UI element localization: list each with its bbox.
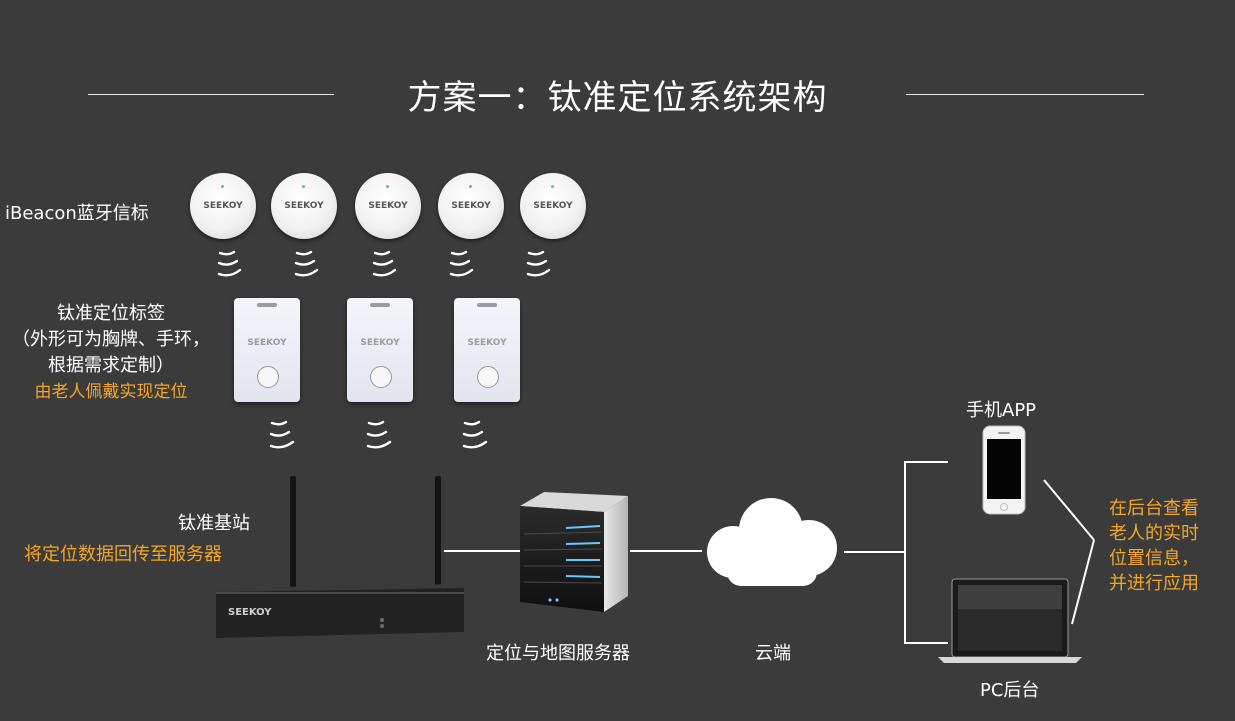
- tag-note: 由老人佩戴实现定位: [34, 382, 188, 402]
- tag-button: [477, 366, 499, 388]
- tag-button: [257, 366, 279, 388]
- backend-note-line4: 并进行应用: [1109, 573, 1199, 594]
- tag-slot: [477, 303, 497, 307]
- title-rule-left: [88, 94, 334, 95]
- page-title: 方案一：钛准定位系统架构: [407, 78, 828, 118]
- base-station-icon: [216, 476, 464, 638]
- phone-label: 手机APP: [966, 400, 1037, 421]
- laptop-icon: [938, 578, 1082, 663]
- tag-label-custom: 根据需求定制）: [48, 355, 174, 376]
- beacon-icon: SEEKOY: [190, 173, 256, 239]
- signal-wave-icon: [269, 420, 295, 449]
- signal-wave-icon: [449, 250, 474, 277]
- backend-note-line3: 位置信息，: [1109, 548, 1199, 569]
- beacon-label: iBeacon蓝牙信标: [5, 203, 149, 224]
- backend-note-line1: 在后台查看: [1109, 498, 1199, 519]
- tag-button: [370, 366, 392, 388]
- signal-wave-icon: [294, 250, 319, 277]
- beacon-brand: SEEKOY: [368, 201, 408, 211]
- server-icon: [520, 492, 628, 612]
- connector-cloud-branch: [844, 551, 906, 553]
- connector-to-phone: [904, 461, 948, 463]
- backend-note-line2: 老人的实时: [1109, 523, 1199, 544]
- tag-slot: [370, 303, 390, 307]
- beacon-icon: SEEKOY: [520, 173, 586, 239]
- signal-wave-icon: [462, 420, 488, 449]
- connector-branch-vertical: [904, 461, 906, 644]
- beacon-icon: SEEKOY: [438, 173, 504, 239]
- beacon-brand: SEEKOY: [533, 201, 573, 211]
- signal-wave-icon: [372, 250, 397, 277]
- tag-brand: SEEKOY: [360, 338, 400, 348]
- beacon-icon: SEEKOY: [355, 173, 421, 239]
- tag-icon: SEEKOY: [454, 298, 520, 402]
- tag-slot: [257, 303, 277, 307]
- beacon-icon: SEEKOY: [271, 173, 337, 239]
- title-rule-right: [906, 94, 1144, 95]
- connector-to-pc: [904, 642, 948, 644]
- signal-wave-icon: [217, 250, 242, 277]
- cloud-icon: [707, 498, 837, 586]
- signal-wave-icon: [526, 250, 551, 277]
- pc-label: PC后台: [980, 680, 1040, 701]
- connector-base-server: [444, 550, 520, 552]
- smartphone-icon: [982, 425, 1026, 515]
- tag-label-title: 钛准定位标签: [57, 303, 165, 324]
- beacon-brand: SEEKOY: [451, 201, 491, 211]
- tag-brand: SEEKOY: [467, 338, 507, 348]
- beacon-brand: SEEKOY: [284, 201, 324, 211]
- base-station-note: 将定位数据回传至服务器: [24, 544, 222, 565]
- connector-server-cloud: [630, 550, 702, 552]
- tag-label-group: 钛准定位标签 （外形可为胸牌、手环， 根据需求定制） 由老人佩戴实现定位: [0, 301, 222, 405]
- base-station-brand: SEEKOY: [228, 607, 272, 618]
- signal-wave-icon: [366, 420, 392, 449]
- backend-bracket: [1043, 479, 1095, 625]
- backend-note: 在后台查看 老人的实时 位置信息， 并进行应用: [1109, 496, 1199, 596]
- tag-label-shape: （外形可为胸牌、手环，: [12, 329, 210, 350]
- tag-icon: SEEKOY: [234, 298, 300, 402]
- cloud-label: 云端: [755, 643, 791, 664]
- server-label: 定位与地图服务器: [486, 643, 630, 664]
- beacon-brand: SEEKOY: [203, 201, 243, 211]
- tag-icon: SEEKOY: [347, 298, 413, 402]
- tag-brand: SEEKOY: [247, 338, 287, 348]
- base-station-label: 钛准基站: [178, 513, 250, 534]
